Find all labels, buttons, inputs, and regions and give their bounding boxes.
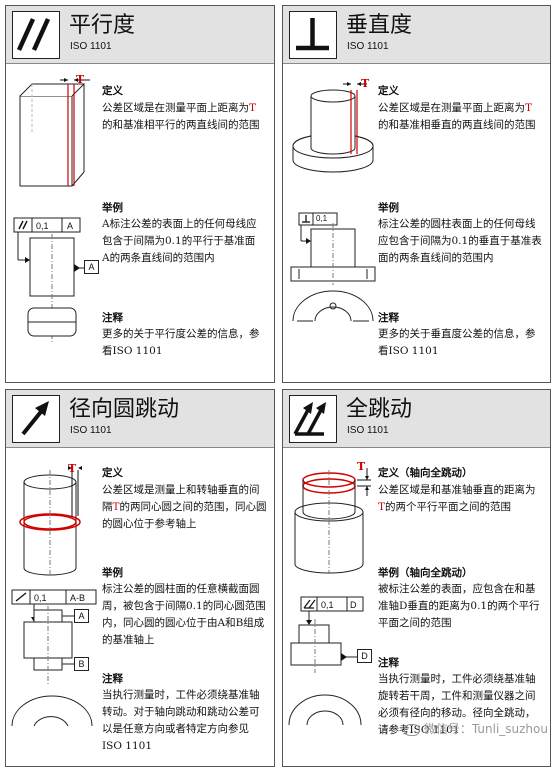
panel-standard: ISO 1101 (70, 425, 112, 436)
parallelism-datum-box: A (84, 260, 99, 274)
total-runout-symbol-icon (289, 395, 337, 443)
example-text: 标注公差的圆柱面的任意横截面圆周，被包含于间隔0.1的同心圆范围内，同心圆的圆心… (102, 583, 266, 646)
parallelism-frame-value: 0,1 (36, 221, 49, 231)
definition-label: 定义 (102, 467, 123, 479)
parallelism-example-figure (13, 217, 84, 344)
panel-header: 径向圆跳动 ISO 1101 (6, 390, 274, 448)
example-label: 举例 (378, 202, 399, 214)
definition-text: 公差区域是在测量平面上距离为T 的和基准相垂直的两直线间的范围 (378, 100, 542, 134)
circular-runout-datum-b: B (74, 657, 89, 671)
definition-t: T (525, 102, 533, 114)
definition-text-post: 的两个平行平面之间的范围 (385, 501, 512, 513)
panel-header: 垂直度 ISO 1101 (283, 6, 550, 64)
definition-t: T (112, 501, 120, 513)
example-text: 标注公差的圆柱表面上的任何母线应包含于间隔为0.1的垂直于基准表面的两条直线间的… (378, 218, 542, 264)
example-label: 举例 (102, 567, 123, 579)
panel-title: 全跳动 (346, 397, 413, 422)
definition-text: 公差区域是和基准轴垂直的距离为 T的两个平行平面之间的范围 (378, 482, 542, 516)
circular-runout-frame-datum: A-B (70, 593, 86, 603)
definition-text: 公差区域是在测量平面上距离为T 的和基准相平行的两直线间的范围 (102, 100, 262, 134)
circular-runout-fig-t: T (68, 462, 77, 475)
example-label: 举例（轴向全跳动） (378, 567, 473, 579)
note-text: 当执行测量时，工件必须绕基准轴转动。对于轴向跳动和跳动公差可以是任意方向或者特定… (102, 689, 260, 752)
note-label: 注释 (378, 657, 399, 669)
note-text: 更多的关于平行度公差的信息，参看ISO 1101 (102, 328, 260, 357)
circular-runout-datum-a: A (74, 609, 89, 623)
definition-label: 定义 (102, 85, 123, 97)
note-label: 注释 (102, 673, 123, 685)
panel-parallelism: 平行度 ISO 1101 T 定义 公差区域是在测量平面上距离为T的和基准相平行… (5, 5, 275, 383)
panel-circular-runout: 径向圆跳动 ISO 1101 T 定义 公差区域是测量上和转轴垂直的间隔T的两同… (5, 389, 275, 767)
parallelism-symbol-icon (12, 11, 60, 59)
watermark: 微信号：Tunli_suzhou (403, 720, 548, 737)
total-runout-datum-box: D (357, 649, 372, 663)
parallelism-frame-datum: A (67, 221, 74, 231)
example-text: A标注公差的表面上的任何母线应包含于间隔为0.1的平行于基准面A的两条直线间的范… (102, 218, 257, 264)
panel-standard: ISO 1101 (347, 41, 389, 52)
definition-text: 公差区域是测量上和转轴垂直的间隔T的两同心圆之间的范围，同心圆的圆心位于参考轴上 (102, 482, 267, 533)
example-label: 举例 (102, 202, 123, 214)
note-label: 注释 (102, 312, 123, 324)
circular-runout-frame-value: 0,1 (34, 593, 47, 603)
note-text: 更多的关于垂直度公差的信息，参看ISO 1101 (378, 328, 536, 357)
note-label: 注释 (378, 312, 399, 324)
total-runout-definition-figure (294, 468, 371, 574)
wechat-icon (403, 723, 420, 736)
circular-runout-symbol-icon (12, 395, 60, 443)
panel-total-runout: 全跳动 ISO 1101 T 定义（轴向全跳动） 公差区域是和基准轴垂直的距离为… (282, 389, 551, 767)
panel-title: 径向圆跳动 (69, 397, 180, 422)
definition-text-post: 的和基准相平行的两直线间的范围 (102, 119, 260, 131)
panel-title: 平行度 (69, 13, 136, 38)
total-runout-fig-t: T (357, 460, 366, 473)
definition-text-pre: 公差区域是在测量平面上距离为 (102, 102, 249, 114)
circular-runout-definition-figure (19, 466, 82, 576)
panel-perpendicularity: 垂直度 ISO 1101 T 定义 公差区域是在测量平面上距离为T的和基准相垂直… (282, 5, 551, 383)
definition-text-pre: 公差区域是测量上和转轴垂直的间隔 (102, 484, 260, 513)
definition-t: T (378, 501, 386, 513)
definition-text-pre: 公差区域是和基准轴垂直的距离为 (378, 484, 536, 496)
parallelism-definition-figure (19, 78, 90, 187)
panel-standard: ISO 1101 (70, 41, 112, 52)
panel-header: 平行度 ISO 1101 (6, 6, 274, 64)
definition-text-post: 的两同心圆之间的范围，同心圆的圆心位于参考轴上 (102, 501, 267, 530)
perpendicularity-fig-t: T (361, 77, 370, 90)
panel-title: 垂直度 (346, 13, 413, 38)
definition-label: 定义 (378, 85, 399, 97)
panel-header: 全跳动 ISO 1101 (283, 390, 550, 448)
perpendicularity-example-figure (290, 212, 376, 322)
definition-text-post: 的和基准相垂直的两直线间的范围 (378, 119, 536, 131)
example-text: 被标注公差的表面，应包含在和基准轴D垂直的距离为0.1的两个平行平面之间的范围 (378, 583, 540, 629)
definition-text-pre: 公差区域是在测量平面上距离为 (378, 102, 525, 114)
total-runout-example-figure (288, 596, 364, 726)
total-runout-frame-value: 0,1 (321, 600, 334, 610)
total-runout-frame-datum: D (350, 600, 357, 610)
perpendicularity-definition-figure (292, 82, 374, 173)
watermark-text: 微信号：Tunli_suzhou (423, 722, 548, 736)
perpendicularity-frame-value: 0,1 (316, 214, 328, 223)
definition-label: 定义（轴向全跳动） (378, 467, 473, 479)
circular-runout-example-figure (11, 589, 97, 727)
panel-standard: ISO 1101 (347, 425, 389, 436)
parallelism-fig-t: T (76, 73, 85, 86)
perpendicularity-symbol-icon (289, 11, 337, 59)
definition-t: T (249, 102, 257, 114)
